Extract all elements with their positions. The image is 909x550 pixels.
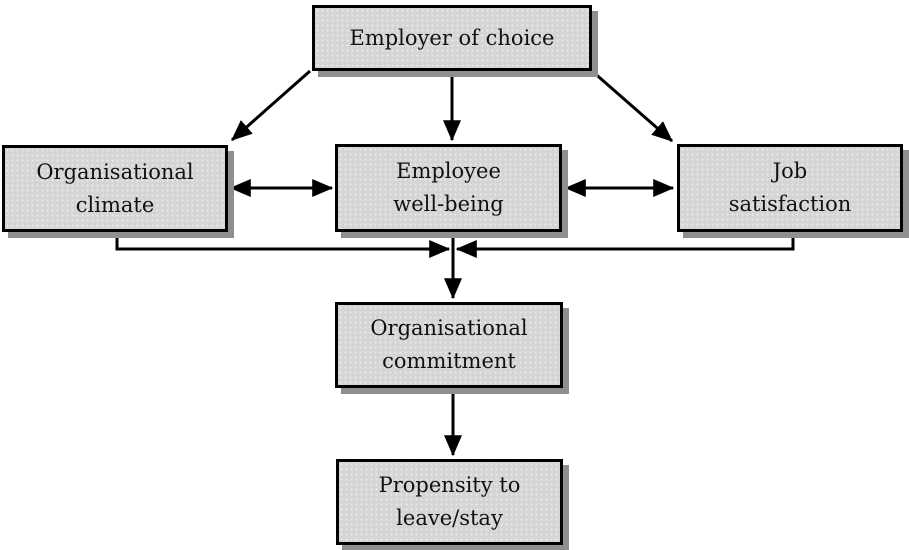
node-label: Employer of choice	[349, 25, 555, 50]
node-organisational-commitment: Organisational commitment	[335, 302, 563, 388]
node-job-satisfaction: Job satisfaction	[677, 144, 903, 232]
node-label: well-being	[393, 192, 504, 216]
node-organisational-climate: Organisational climate	[2, 145, 228, 232]
node-label: Job	[772, 159, 808, 183]
arrow-job-to-junction	[455, 233, 795, 258]
node-label: Organisational	[370, 316, 528, 340]
node-label: leave/stay	[396, 506, 503, 530]
node-label: commitment	[382, 349, 516, 373]
node-employer-of-choice: Employer of choice	[312, 5, 592, 71]
node-label: Employee	[396, 159, 501, 183]
arrow-climate-to-junction	[115, 233, 451, 258]
node-employee-well-being: Employee well-being	[335, 144, 562, 232]
arrow-employer-to-job	[591, 69, 673, 143]
node-label: Propensity to	[378, 473, 521, 497]
node-propensity-to-leave-stay: Propensity to leave/stay	[336, 459, 563, 545]
node-label: Organisational	[36, 159, 194, 184]
node-label: climate	[75, 192, 155, 217]
node-label: satisfaction	[728, 192, 852, 216]
arrow-employer-to-climate	[231, 69, 311, 142]
